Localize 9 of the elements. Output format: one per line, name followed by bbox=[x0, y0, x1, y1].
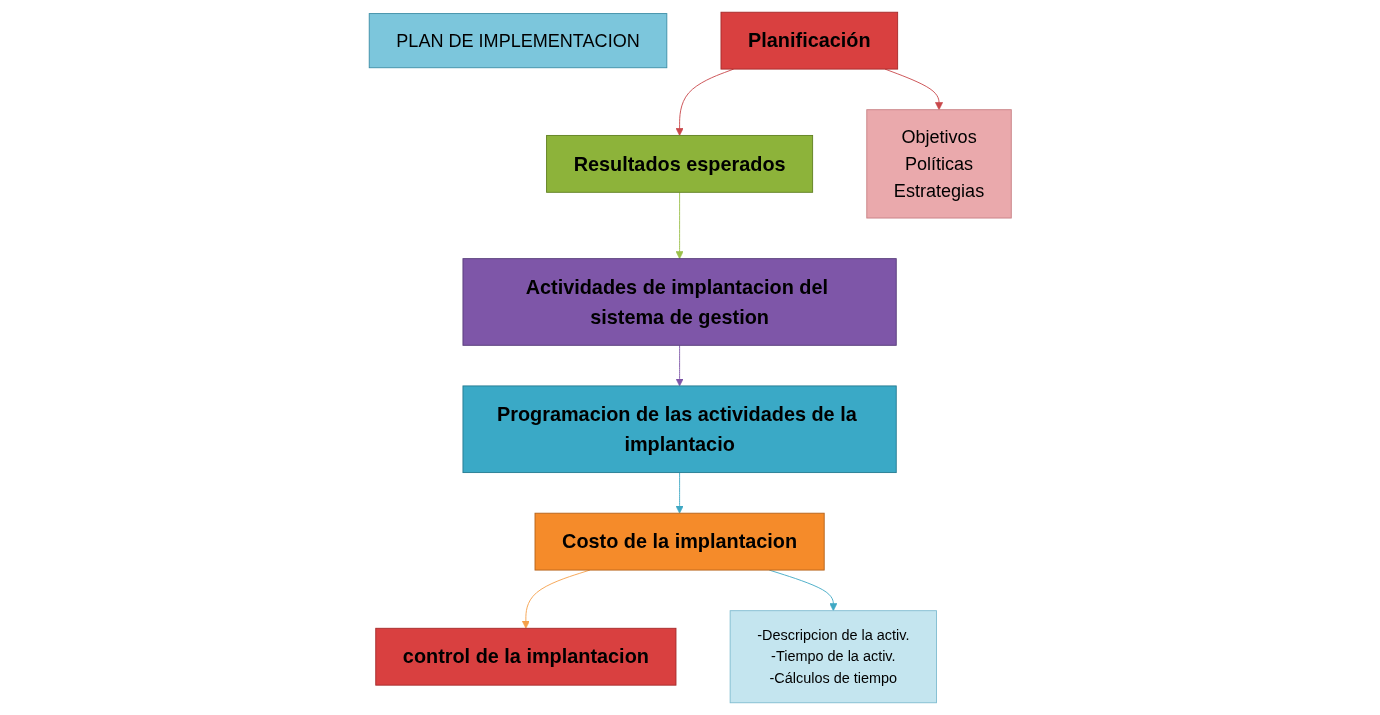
node-box: Planificación bbox=[720, 11, 898, 70]
node-box: control de la implantacion bbox=[375, 627, 677, 686]
node-box: PLAN DE IMPLEMENTACION bbox=[368, 13, 668, 69]
node-box: Actividades de implantacion del sistema de gestion bbox=[462, 258, 897, 346]
node-box: Resultados esperados bbox=[545, 135, 813, 193]
node-box: Costo de la implantacion bbox=[534, 512, 825, 571]
node-box: Objetivos Políticas Estrategias bbox=[866, 109, 1012, 219]
node-box: -Descripcion de la activ. -Tiempo de la activ. -Cálculos de tiempo bbox=[729, 610, 937, 704]
node-box: Programacion de las actividades de la implantacio bbox=[462, 385, 897, 474]
